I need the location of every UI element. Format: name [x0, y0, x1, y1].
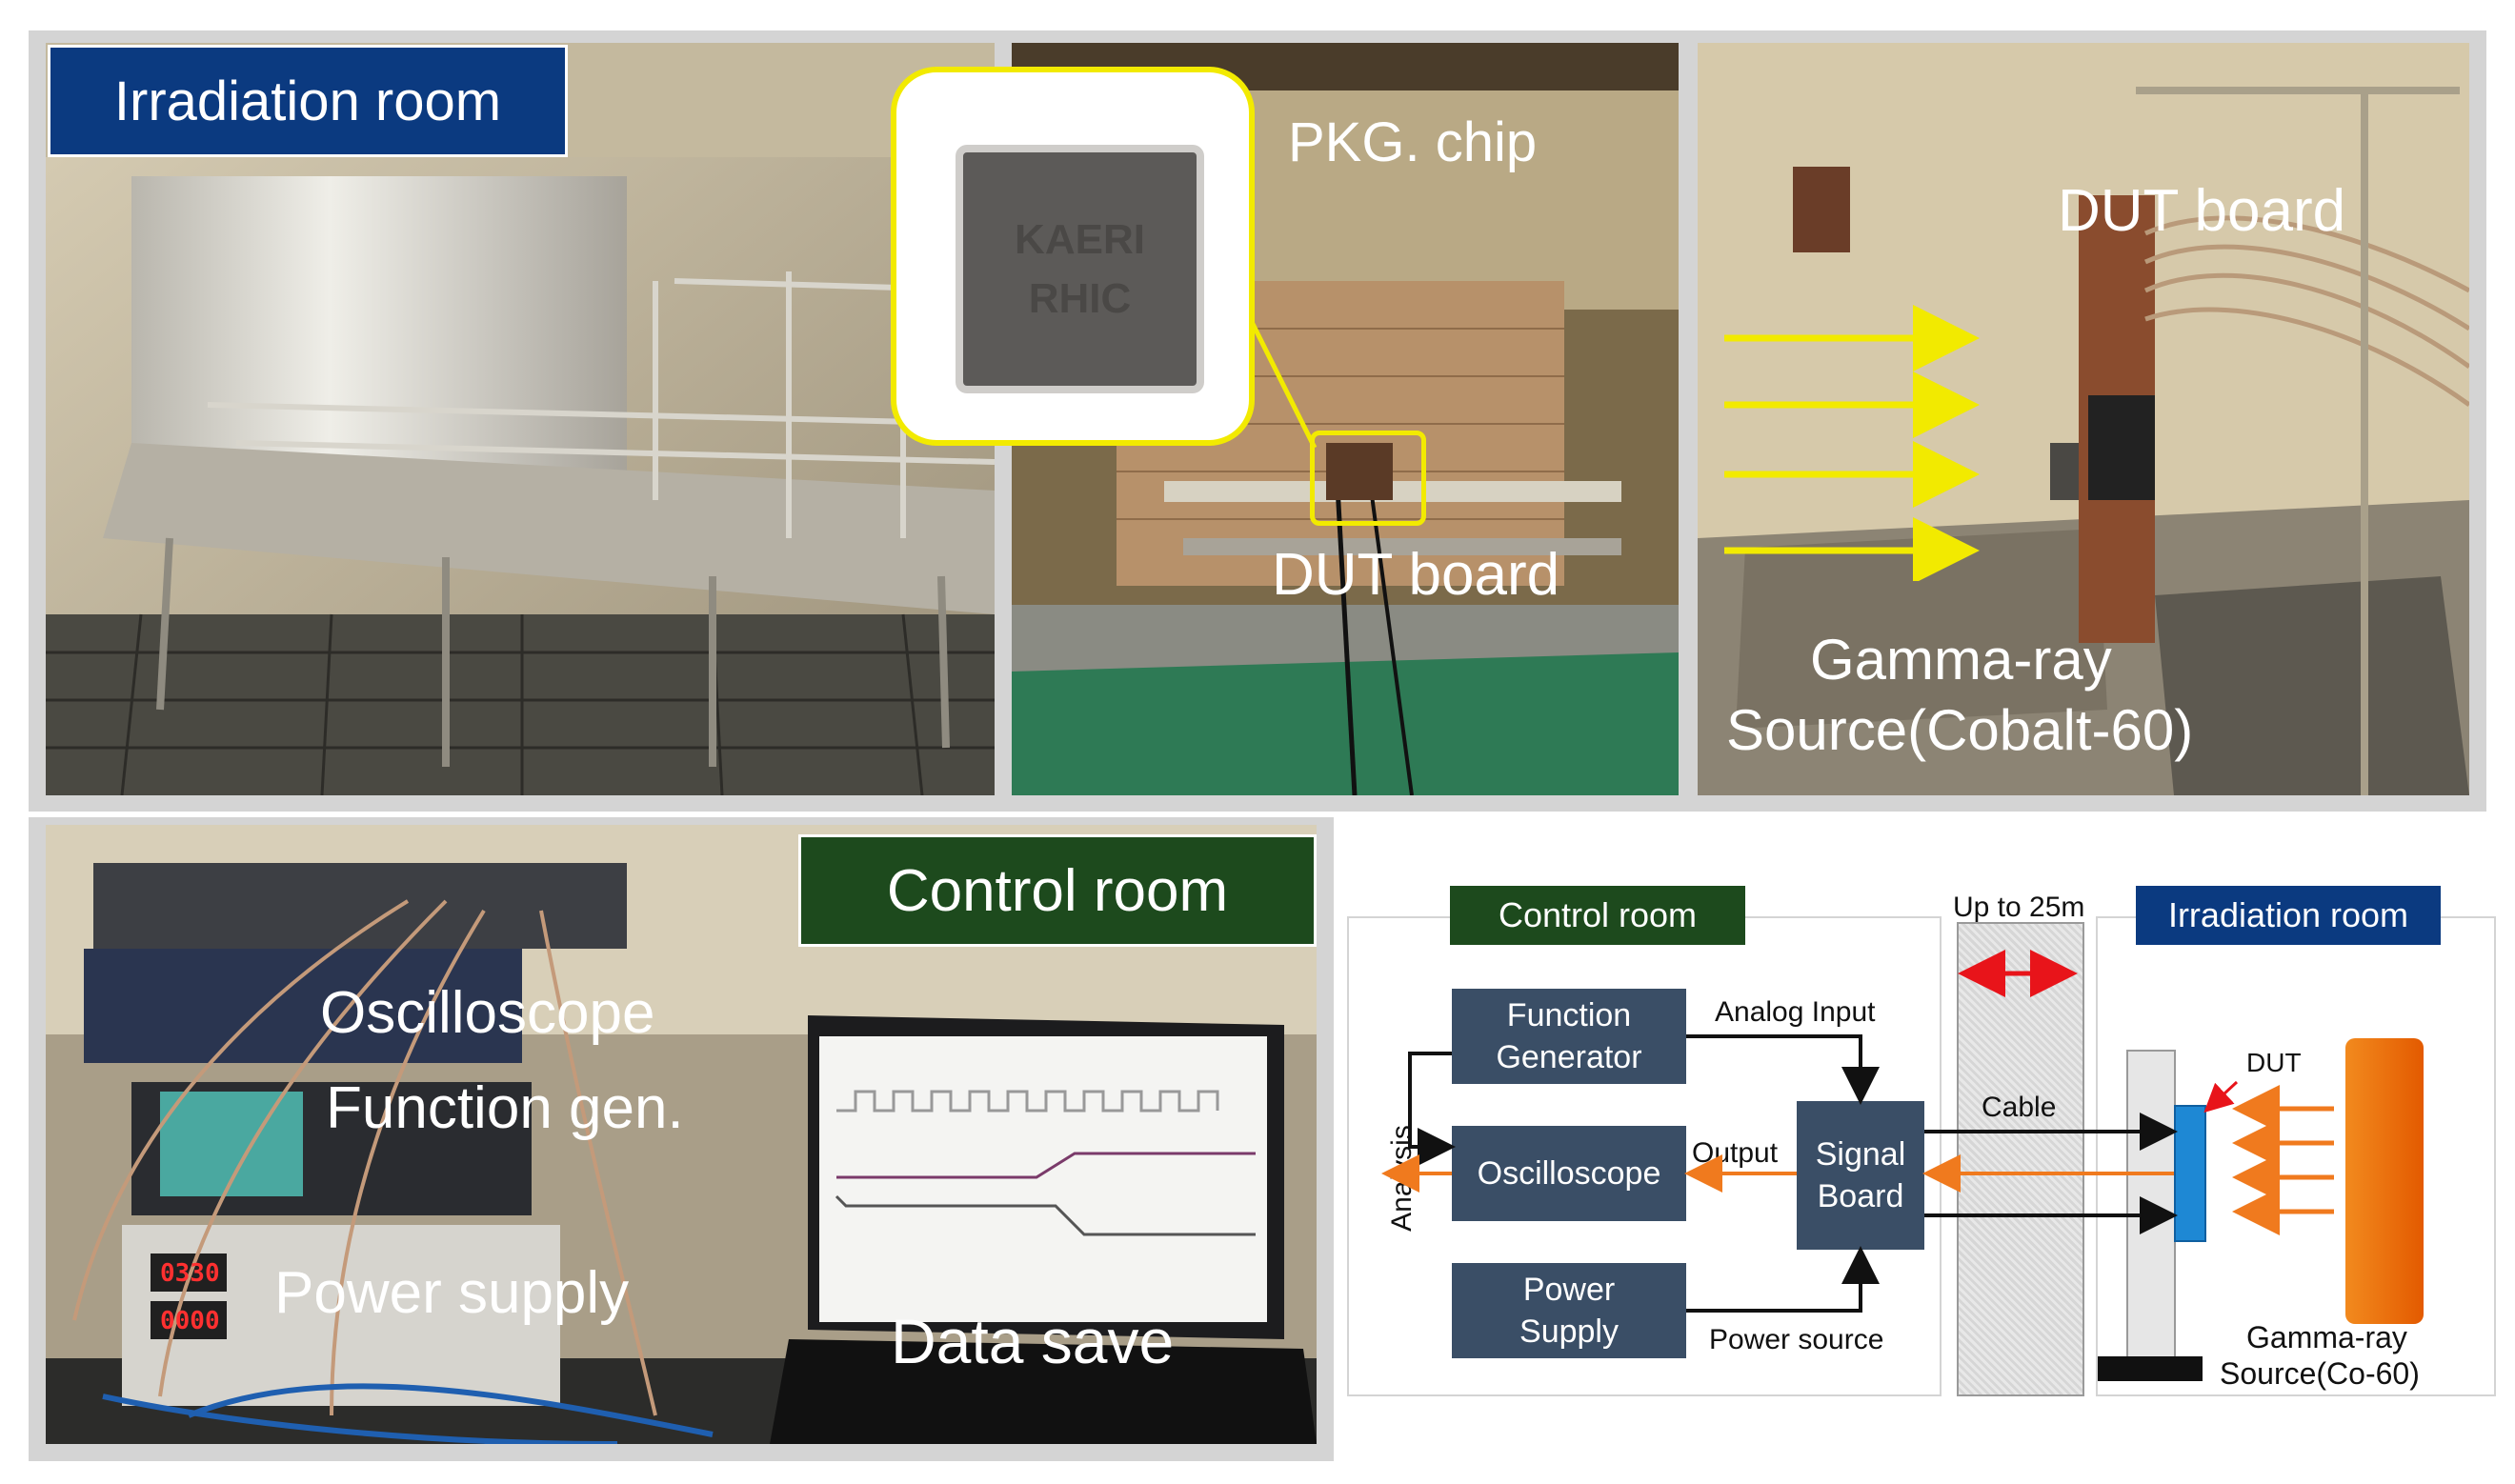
power-supply-label: Power supply	[274, 1260, 630, 1326]
cable-distance-label: Up to 25m	[1953, 892, 2085, 923]
signal-board-text: Signal Board	[1815, 1136, 1906, 1214]
function-generator-box: Function Generator	[1452, 989, 1686, 1084]
gamma-source-photo	[1698, 43, 2469, 795]
block-diagram: Control room Irradiation room Up to 25m …	[1343, 886, 2496, 1400]
diagram-connections	[1381, 950, 2334, 1313]
oscilloscope-box: Oscilloscope	[1452, 1126, 1686, 1221]
dut-board-label-mid: DUT board	[1272, 542, 1560, 608]
irradiation-room-tag-text: Irradiation room	[113, 70, 502, 132]
diagram-control-room-title-text: Control room	[1498, 895, 1698, 934]
gamma-source-line1: Gamma-ray	[1810, 628, 2112, 692]
oscilloscope-label: Oscilloscope	[320, 980, 655, 1046]
pkg-chip-label: PKG. chip	[1288, 111, 1538, 173]
diagram-gamma-line2: Source(Co-60)	[2220, 1356, 2420, 1391]
chip-marking-2: RHIC	[1028, 274, 1132, 322]
control-room-tag: Control room	[798, 834, 1317, 947]
control-room-photo: 0330 0000	[46, 825, 1317, 1444]
dut-label: DUT	[2246, 1048, 2302, 1077]
oscilloscope-text: Oscilloscope	[1477, 1155, 1661, 1192]
power-source-label: Power source	[1709, 1324, 1884, 1355]
dut-stand-base	[2098, 1356, 2203, 1381]
cable-label: Cable	[1982, 1092, 2057, 1123]
power-supply-box: Power Supply	[1452, 1263, 1686, 1358]
dut-highlight-box	[1310, 431, 1426, 526]
psu-readout-2: 0000	[160, 1307, 220, 1335]
irradiation-room-tag: Irradiation room	[48, 45, 568, 157]
chip-marking-1: KAERI	[1015, 215, 1145, 263]
data-save-label: Data save	[891, 1306, 1175, 1376]
diagram-gamma-line1: Gamma-ray	[2246, 1320, 2407, 1354]
gamma-source-line2: Source(Cobalt-60)	[1726, 698, 2194, 762]
psu-readout-1: 0330	[160, 1259, 220, 1288]
diagram-control-room-title: Control room	[1450, 886, 1745, 945]
function-gen-label: Function gen.	[326, 1075, 684, 1141]
power-supply-text: Power Supply	[1519, 1272, 1619, 1350]
gamma-source-block	[2345, 1038, 2424, 1324]
chip-inset: KAERI RHIC	[891, 67, 1255, 446]
signal-board-box: Signal Board	[1797, 1101, 1924, 1250]
control-room-tag-text: Control room	[886, 857, 1229, 924]
diagram-irradiation-room-title-text: Irradiation room	[2167, 895, 2409, 934]
chip-body: KAERI RHIC	[956, 145, 1204, 393]
diagram-irradiation-room-title: Irradiation room	[2136, 886, 2441, 945]
analog-input-label: Analog Input	[1715, 996, 1876, 1028]
function-generator-text: Function Generator	[1496, 997, 1642, 1075]
dut-block	[2174, 1105, 2206, 1242]
gamma-ray-arrows	[1724, 305, 1980, 581]
dut-board-label-right: DUT board	[2058, 178, 2346, 244]
